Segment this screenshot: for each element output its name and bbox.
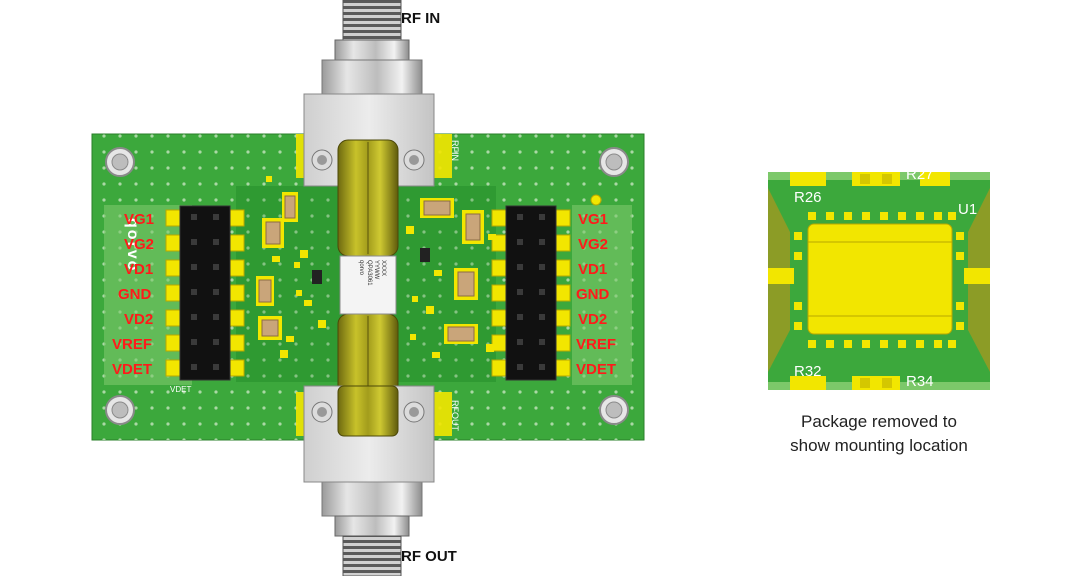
bottom-launch-block (296, 313, 452, 483)
right-pin-header (505, 205, 557, 381)
right-pin-label: VD2 (578, 311, 607, 328)
rf-in-label: RF IN (401, 10, 441, 27)
rf-out-connector (321, 479, 423, 576)
qorvo-logo: qorvo (124, 218, 141, 272)
inset-caption: Package removed to show mounting locatio… (768, 410, 990, 458)
inset-ref-r34: R34 (906, 373, 934, 390)
amplifier-package: qorvo QPA3061 YYWW XXXX (339, 255, 397, 315)
chip-marking-line: qorvo (358, 260, 364, 276)
left-pin-label: VREF (112, 336, 152, 353)
mounting-location-inset: R26 R27 U1 R32 R34 (768, 172, 990, 390)
chip-marking-line: YYWW (373, 260, 379, 280)
smd-components-right (406, 198, 496, 358)
inset-ref-r26: R26 (794, 189, 822, 206)
smd-components-left (256, 176, 326, 358)
silkscreen-rfout: RFOUT (450, 400, 460, 431)
top-launch-block (296, 93, 452, 257)
left-pin-label: VG1 (124, 211, 154, 228)
inset-caption-line2: show mounting location (790, 436, 968, 455)
left-pin-header (179, 205, 231, 381)
left-pin-label: VG2 (124, 236, 154, 253)
silkscreen-rfin: RFIN (450, 140, 460, 161)
left-pin-label: VDET (112, 361, 152, 378)
inset-caption-line1: Package removed to (801, 412, 957, 431)
right-pin-label: VG2 (578, 236, 608, 253)
left-pin-label: GND (118, 286, 152, 303)
mounting-hole (105, 147, 135, 177)
chip-marking-line: QPA3061 (366, 260, 372, 286)
right-pin-label: VDET (576, 361, 616, 378)
silkscreen-vdet: VDET (170, 385, 191, 394)
left-pin-labels: VG1 VG2 VD1 GND VD2 VREF VDET (112, 211, 154, 378)
right-pin-label: GND (576, 286, 610, 303)
left-pin-label: VD2 (124, 311, 153, 328)
right-pin-label: VG1 (578, 211, 608, 228)
chip-marking-line: XXXX (380, 260, 386, 276)
right-header-pads (491, 209, 571, 377)
rf-out-label: RF OUT (401, 548, 457, 565)
left-pin-label: VD1 (124, 261, 153, 278)
mounting-hole (105, 395, 135, 425)
mounting-hole (599, 147, 629, 177)
right-pin-label: VREF (576, 336, 616, 353)
right-pin-label: VD1 (578, 261, 607, 278)
right-pin-labels: VG1 VG2 VD1 GND VD2 VREF VDET (576, 211, 616, 378)
inset-ref-u1: U1 (958, 201, 977, 218)
inset-ref-r32: R32 (794, 363, 822, 380)
inset-ref-r27: R27 (906, 172, 934, 183)
mounting-hole (599, 395, 629, 425)
left-header-pads (165, 209, 245, 377)
